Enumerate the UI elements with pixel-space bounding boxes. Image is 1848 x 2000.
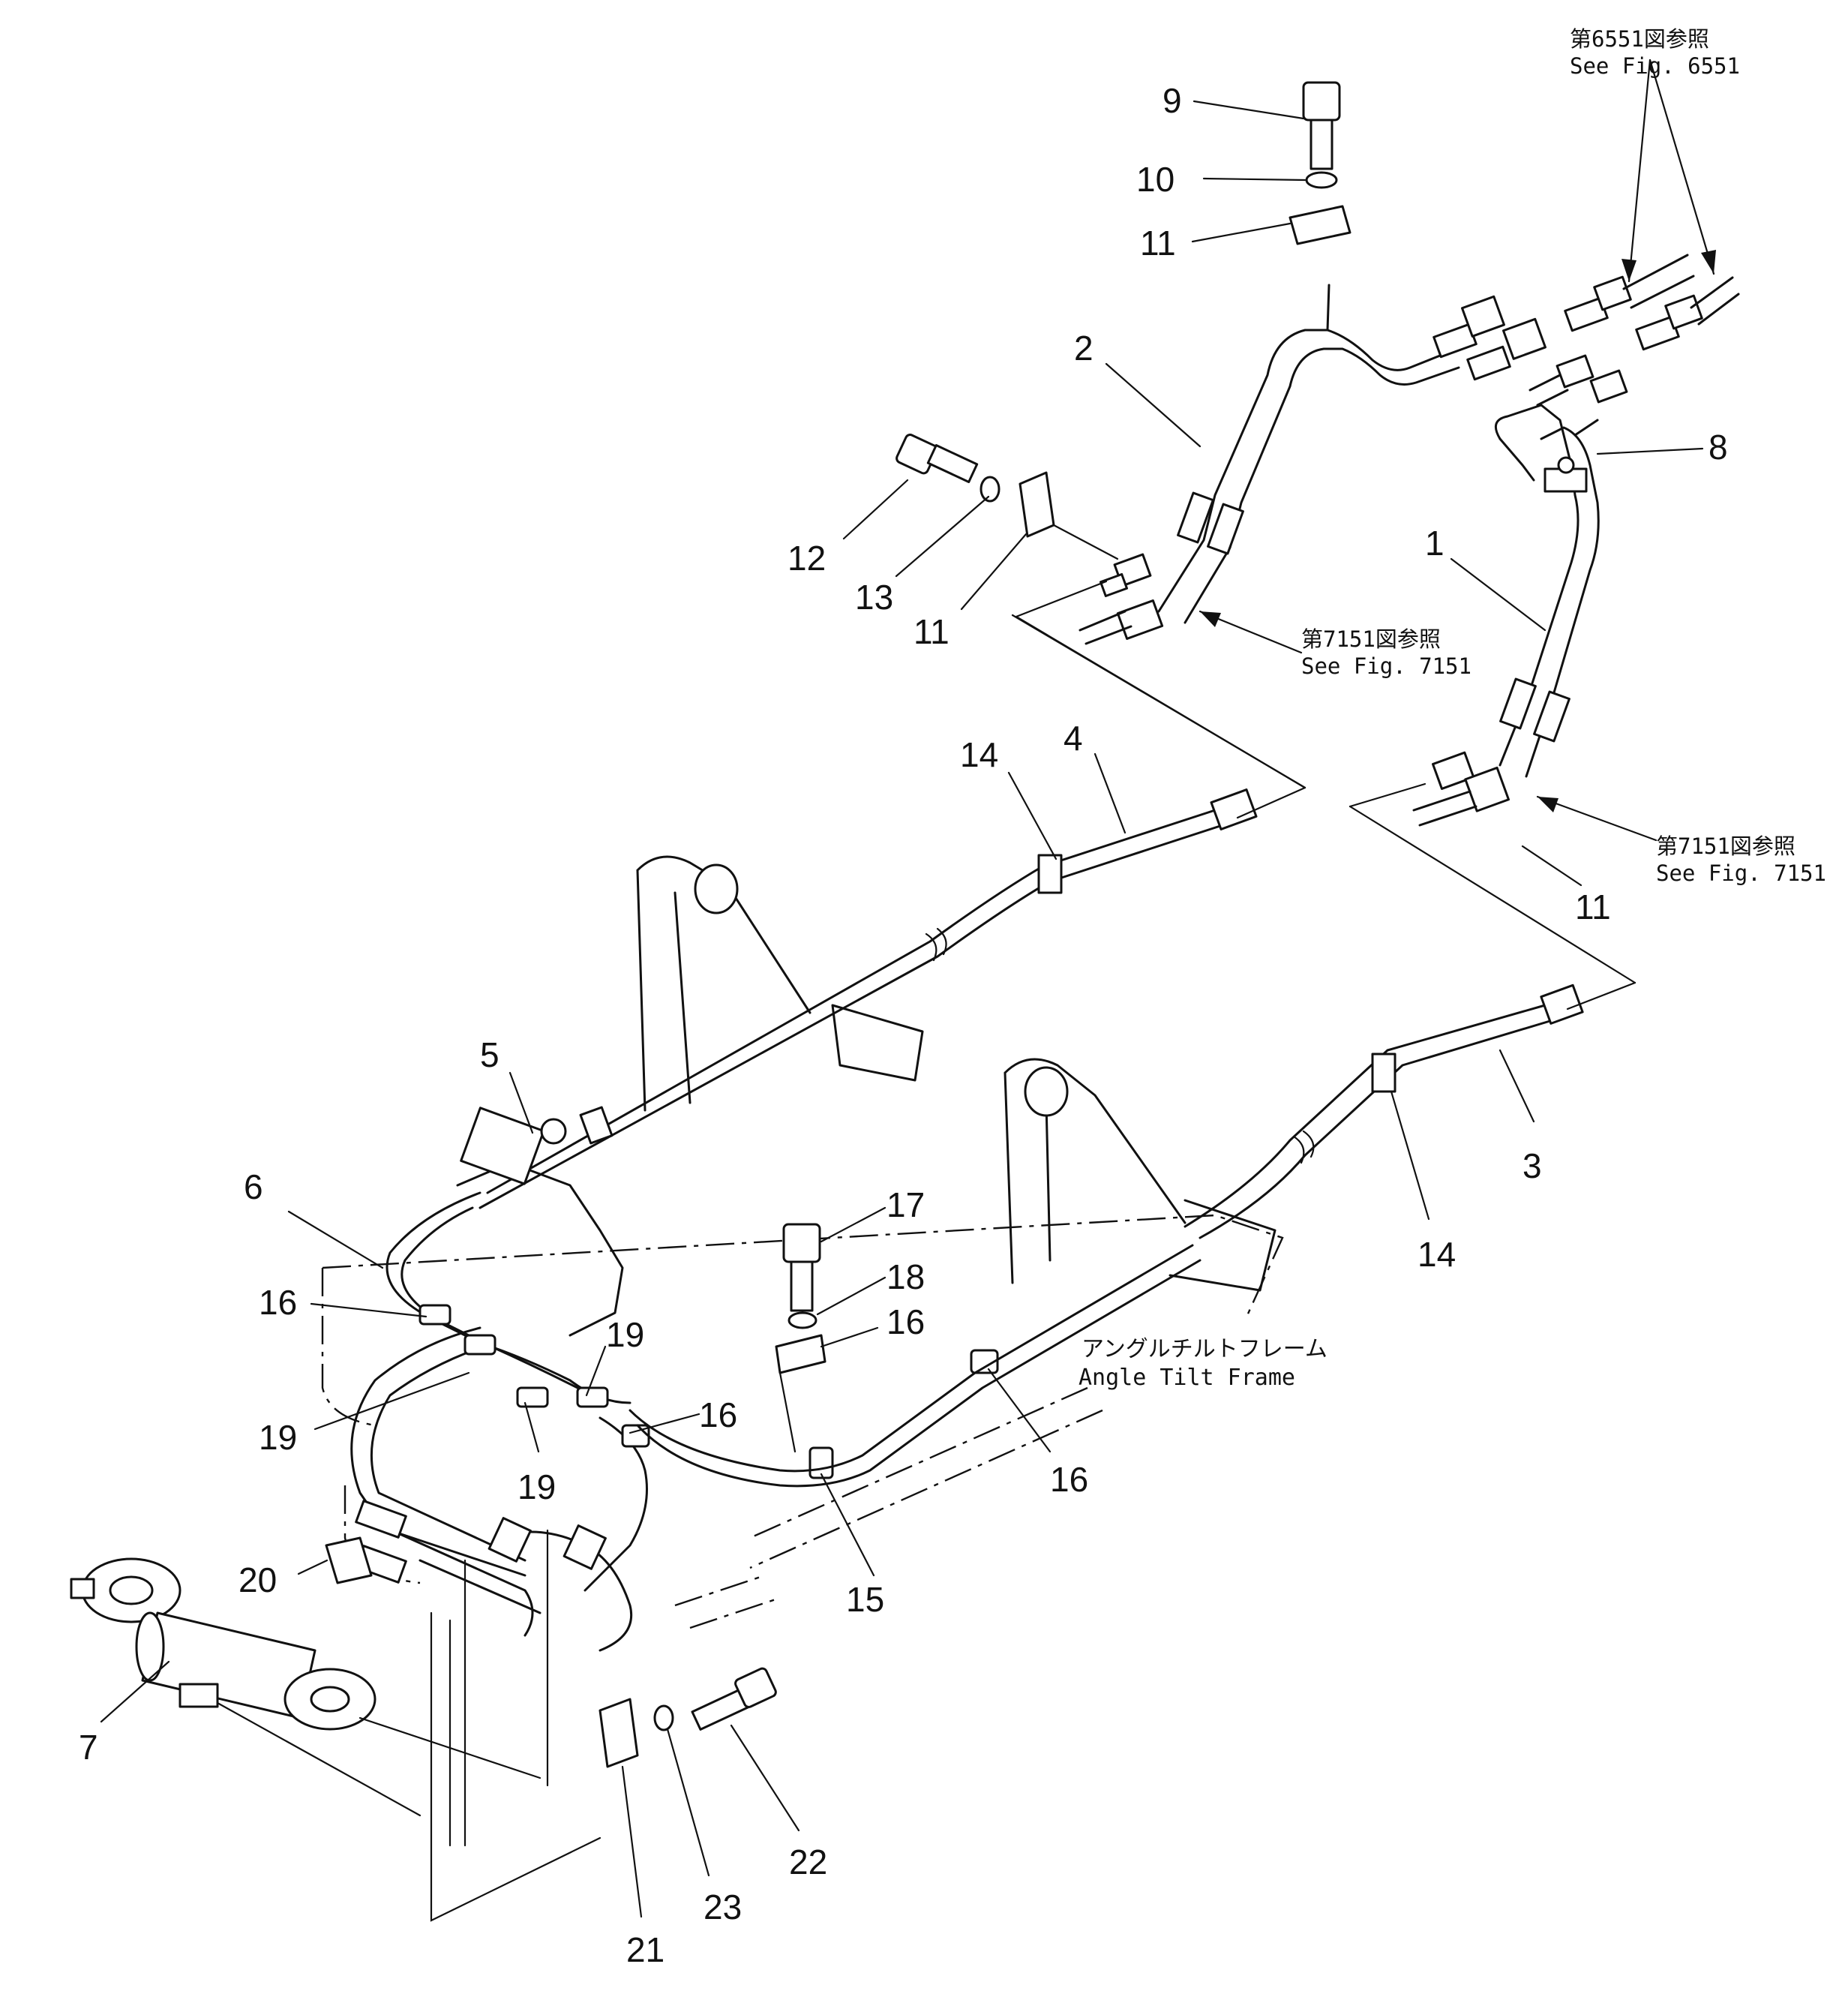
- frame-label-jp: アングルチルトフレーム: [1082, 1336, 1328, 1362]
- assembly-lines: [216, 580, 1636, 1922]
- lower-hoses: [325, 1326, 648, 1652]
- tube-2-upper-fittings: [1432, 254, 1740, 381]
- label-16-left: 16: [259, 1283, 297, 1322]
- cylinder-7: [70, 1557, 376, 1731]
- label-16-right: 16: [1050, 1460, 1088, 1499]
- label-11-top: 11: [1140, 224, 1176, 263]
- label-5: 5: [480, 1035, 500, 1074]
- label-18: 18: [886, 1257, 925, 1296]
- bolt-12: [896, 434, 979, 483]
- label-14-lower: 14: [1418, 1235, 1456, 1274]
- label-4: 4: [1064, 719, 1083, 758]
- label-13: 13: [855, 578, 893, 617]
- clip-14-lower: [1371, 1053, 1396, 1093]
- label-14-upper: 14: [960, 735, 998, 774]
- frame-label-en: Angle Tilt Frame: [1078, 1365, 1295, 1391]
- label-23: 23: [704, 1887, 742, 1926]
- hose-6: [386, 1191, 632, 1404]
- bolt-22: [691, 1667, 777, 1731]
- tube-2: [1157, 284, 1460, 624]
- ref-7151b-jp: 第7151図参照: [1656, 833, 1796, 859]
- tube-2-lower-fittings: [1078, 491, 1244, 645]
- ref-arrows: [1198, 59, 1716, 842]
- label-2: 2: [1074, 329, 1094, 368]
- bolt-17: [782, 1223, 821, 1312]
- hose-15: [628, 1244, 1194, 1473]
- label-19-mid: 19: [606, 1315, 644, 1354]
- washer-10: [1305, 171, 1338, 189]
- clamp-21: [598, 1698, 639, 1768]
- label-17: 17: [886, 1185, 925, 1224]
- clip-14-upper: [1037, 854, 1063, 894]
- label-21: 21: [626, 1930, 664, 1969]
- clamp-11-mid: [1018, 471, 1055, 538]
- label-10: 10: [1136, 160, 1174, 199]
- label-22: 22: [789, 1842, 827, 1881]
- bolt-9: [1302, 81, 1341, 170]
- tube-1: [1412, 354, 1628, 827]
- label-6: 6: [244, 1167, 263, 1206]
- label-12: 12: [788, 539, 826, 578]
- washer-18: [788, 1311, 818, 1329]
- label-9: 9: [1162, 81, 1182, 120]
- clamp-16-top: [775, 1334, 826, 1374]
- label-15: 15: [846, 1580, 884, 1619]
- clamp-11-top: [1288, 205, 1352, 245]
- label-20: 20: [238, 1560, 277, 1599]
- washer-23: [653, 1704, 674, 1731]
- ref-7151b-en: See Fig. 7151: [1656, 860, 1826, 886]
- label-11-right: 11: [1575, 887, 1611, 926]
- label-16-mid: 16: [699, 1395, 737, 1434]
- tube-4: [478, 788, 1258, 1209]
- label-19-low: 19: [518, 1467, 556, 1506]
- ref-7151a-en: See Fig. 7151: [1301, 653, 1472, 679]
- label-7: 7: [79, 1728, 98, 1767]
- label-8: 8: [1708, 428, 1728, 467]
- ref-7151a-jp: 第7151図参照: [1301, 626, 1441, 652]
- ref-6551-jp: 第6551図参照: [1570, 26, 1709, 52]
- part-number-labels: 9 10 11 2 8 1 12 13 11 14 4 11 3 14 5 6 …: [79, 81, 1728, 1969]
- label-11-mid: 11: [914, 612, 950, 651]
- valve-5: [460, 1107, 545, 1185]
- frame-structure: [456, 855, 1276, 1337]
- label-3: 3: [1522, 1146, 1542, 1185]
- washer-13: [980, 476, 1000, 503]
- tube-3: [1184, 983, 1584, 1239]
- hose-tag-20: [325, 1536, 373, 1584]
- label-19-left: 19: [259, 1418, 297, 1457]
- label-16-top: 16: [886, 1302, 925, 1341]
- leader-lines: [100, 100, 1704, 1918]
- label-1: 1: [1425, 524, 1444, 563]
